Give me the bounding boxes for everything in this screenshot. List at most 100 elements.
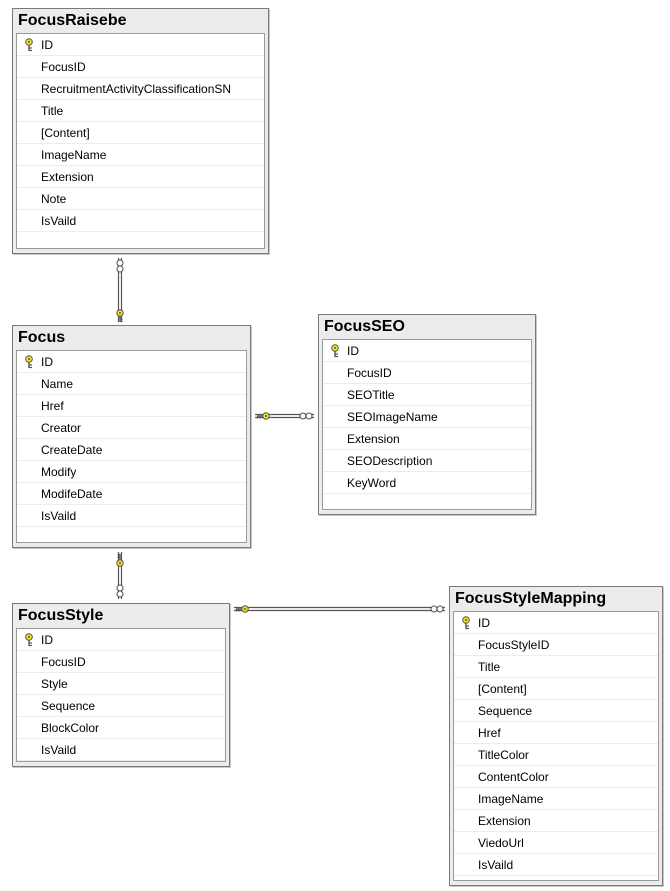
column-row[interactable]: ID <box>454 612 658 634</box>
column-name: BlockColor <box>41 720 100 735</box>
column-row[interactable]: ContentColor <box>454 766 658 788</box>
column-row[interactable]: ModifeDate <box>17 483 246 505</box>
column-row[interactable]: FocusID <box>17 651 225 673</box>
column-name: Title <box>478 659 501 674</box>
column-name: SEOImageName <box>347 409 438 424</box>
column-name: ImageName <box>478 791 544 806</box>
column-row[interactable]: IsVaild <box>454 854 658 876</box>
column-row[interactable]: Modify <box>17 461 246 483</box>
table-title[interactable]: FocusRaisebe <box>18 12 127 29</box>
key-cell <box>17 37 41 52</box>
column-row[interactable]: KeyWord <box>323 472 531 494</box>
column-name: Href <box>41 398 64 413</box>
column-row[interactable]: IsVaild <box>17 505 246 527</box>
column-name: IsVaild <box>41 508 77 523</box>
key-cell <box>17 354 41 369</box>
table-title[interactable]: FocusSEO <box>324 318 405 335</box>
column-row[interactable]: ID <box>17 34 264 56</box>
column-row[interactable]: Note <box>17 188 264 210</box>
column-name: FocusID <box>41 654 86 669</box>
column-row[interactable]: TitleColor <box>454 744 658 766</box>
column-name: TitleColor <box>478 747 529 762</box>
one-end-key-icon <box>116 309 124 323</box>
column-row[interactable]: SEOTitle <box>323 384 531 406</box>
column-name: FocusID <box>347 365 392 380</box>
column-row[interactable]: FocusID <box>17 56 264 78</box>
column-list: ID FocusID RecruitmentActivityClassificati… <box>16 33 265 249</box>
column-row[interactable]: ImageName <box>454 788 658 810</box>
column-name: Href <box>478 725 501 740</box>
column-row[interactable]: Style <box>17 673 225 695</box>
column-name: Extension <box>478 813 531 828</box>
column-row[interactable]: IsVaild <box>17 210 264 232</box>
column-name: [Content] <box>478 681 527 696</box>
column-row[interactable]: FocusStyleID <box>454 634 658 656</box>
column-name: ID <box>41 632 53 647</box>
column-name: FocusStyleID <box>478 637 550 652</box>
primary-key-icon <box>462 615 470 629</box>
column-row[interactable]: Extension <box>454 810 658 832</box>
column-name: Sequence <box>478 703 533 718</box>
one-end-key-icon <box>235 605 249 613</box>
column-name: FocusID <box>41 59 86 74</box>
column-name: SEOTitle <box>347 387 395 402</box>
column-row[interactable]: FocusID <box>323 362 531 384</box>
many-end-infinity-icon <box>116 259 124 273</box>
column-name: ID <box>41 354 53 369</box>
relationship-focus-focusstyle[interactable] <box>116 552 124 599</box>
column-row[interactable]: [Content] <box>17 122 264 144</box>
column-row[interactable]: RecruitmentActivityClassificationSN <box>17 78 264 100</box>
column-row[interactable]: Sequence <box>17 695 225 717</box>
column-row[interactable]: Extension <box>323 428 531 450</box>
column-name: IsVaild <box>478 857 514 872</box>
many-end-infinity-icon <box>116 584 124 598</box>
table-title[interactable]: Focus <box>18 329 66 346</box>
column-row[interactable]: ImageName <box>17 144 264 166</box>
column-row[interactable]: Sequence <box>454 700 658 722</box>
column-row[interactable]: Href <box>454 722 658 744</box>
relationship-focus-focusseo[interactable] <box>255 412 314 420</box>
table-title[interactable]: FocusStyleMapping <box>455 590 607 607</box>
many-end-infinity-icon <box>430 605 444 613</box>
column-name: ContentColor <box>478 769 549 784</box>
column-row[interactable]: Creator <box>17 417 246 439</box>
column-name: KeyWord <box>347 475 397 490</box>
column-row[interactable]: ViedoUrl <box>454 832 658 854</box>
column-row[interactable]: ID <box>17 629 225 651</box>
column-row[interactable]: Title <box>17 100 264 122</box>
column-name: Note <box>41 191 67 206</box>
column-row[interactable]: Href <box>17 395 246 417</box>
column-row[interactable]: CreateDate <box>17 439 246 461</box>
primary-key-icon <box>25 632 33 646</box>
column-row[interactable]: SEOImageName <box>323 406 531 428</box>
column-row[interactable]: SEODescription <box>323 450 531 472</box>
column-name: RecruitmentActivityClassificationSN <box>41 81 232 96</box>
column-name: ID <box>347 343 359 358</box>
column-row[interactable]: Extension <box>17 166 264 188</box>
column-name: ViedoUrl <box>478 835 524 850</box>
column-name: ImageName <box>41 147 107 162</box>
column-row[interactable]: ID <box>17 351 246 373</box>
column-row[interactable]: ID <box>323 340 531 362</box>
one-end-key-icon <box>116 553 124 567</box>
column-row[interactable]: BlockColor <box>17 717 225 739</box>
column-row[interactable]: [Content] <box>454 678 658 700</box>
column-row[interactable]: Title <box>454 656 658 678</box>
column-row[interactable]: IsVaild <box>17 739 225 761</box>
relationship-focusstyle-focusstylemapping[interactable] <box>234 605 445 613</box>
column-row[interactable]: Name <box>17 373 246 395</box>
primary-key-icon <box>25 37 33 51</box>
relationship-focus-focusraisebe[interactable] <box>116 258 124 323</box>
column-name: [Content] <box>41 125 90 140</box>
table-title[interactable]: FocusStyle <box>18 607 104 624</box>
